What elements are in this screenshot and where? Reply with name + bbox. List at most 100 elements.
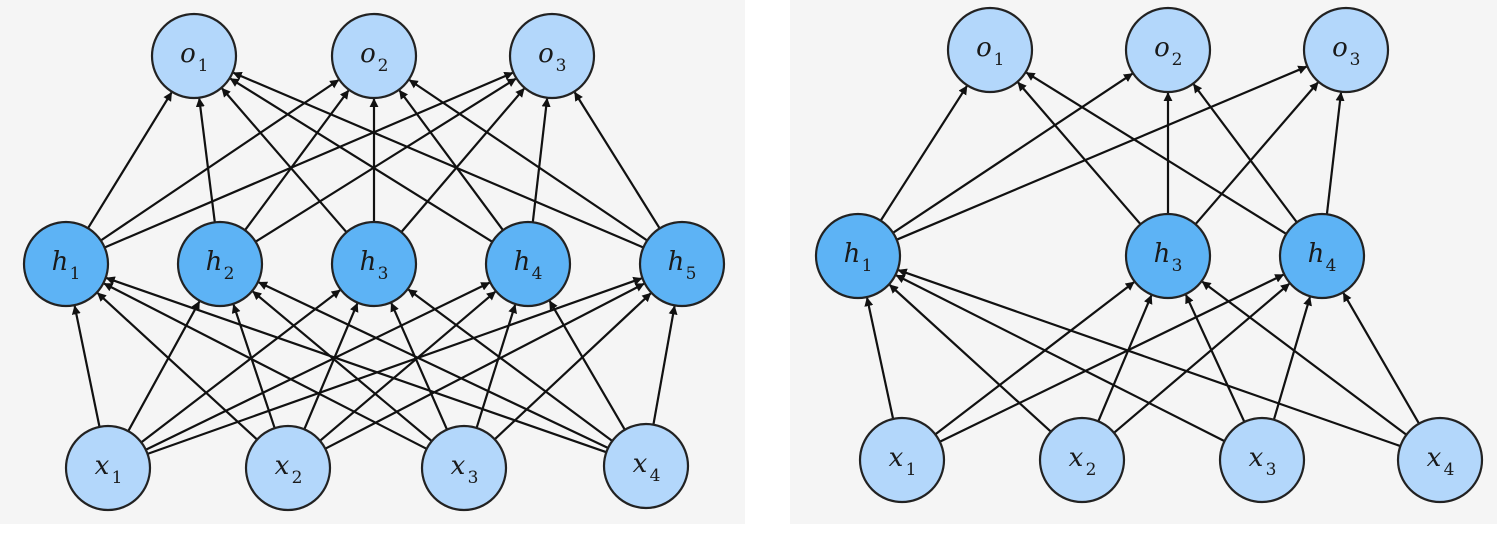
node-circle [176, 220, 264, 308]
node-label: x [889, 443, 904, 473]
node-circle [946, 6, 1034, 94]
node-label: h [668, 247, 685, 277]
node-circle [420, 424, 508, 512]
full-mlp-edge-x2-h4 [319, 290, 496, 442]
dropout-mlp-edge-x4-h3 [1201, 280, 1408, 436]
full-mlp-edge-h1-o1 [87, 91, 173, 229]
full-mlp-edge-h2-o1 [195, 97, 216, 223]
full-mlp-edge-x2-h5 [324, 282, 645, 450]
full-mlp-edge-x1-h5 [147, 276, 643, 455]
node-subscript: 2 [292, 468, 303, 488]
node-subscript: 3 [378, 264, 389, 284]
full-mlp-edge-x3-h2 [252, 290, 433, 442]
node-circle [508, 12, 596, 100]
dropout-mlp-edge-h4-o2 [1192, 83, 1298, 224]
full-mlp-edge-h3-o1 [221, 87, 348, 233]
full-mlp-edge-x1-h1 [71, 305, 101, 428]
node-subscript: 1 [70, 264, 81, 284]
node-subscript: 3 [468, 468, 479, 488]
full-mlp-edge-h1-o2 [100, 79, 340, 242]
node-subscript: 4 [1326, 256, 1337, 276]
dropout-mlp-edge-x2-h3 [1097, 294, 1153, 422]
node-subscript: 4 [532, 264, 543, 284]
node-subscript: 2 [224, 264, 235, 284]
node-label: h [1308, 239, 1325, 269]
node-subscript: 1 [994, 50, 1005, 70]
full-mlp-edge-h4-o2 [398, 89, 504, 231]
node-subscript: 3 [556, 56, 567, 76]
dropout-mlp-edge-h1-o1 [879, 85, 968, 222]
node-circle [638, 220, 726, 308]
node-label: x [1427, 443, 1442, 473]
node-subscript: 3 [1172, 256, 1183, 276]
node-label: o [1332, 33, 1348, 63]
dropout-mlp-edge-h4-o1 [1025, 71, 1287, 235]
dropout-mlp-edge-h1-o2 [892, 72, 1133, 234]
full-mlp-edge-h5-o3 [573, 91, 661, 229]
node-circle [150, 12, 238, 100]
full-mlp-edge-x1-h3 [140, 289, 341, 444]
node-label: o [976, 33, 992, 63]
dropout-mlp-edge-x1-h1 [864, 297, 895, 420]
node-subscript: 1 [112, 468, 123, 488]
full-mlp-edge-h2-o2 [244, 89, 350, 231]
full-mlp-edge-x4-h1 [105, 276, 607, 454]
node-subscript: 4 [1444, 460, 1455, 480]
node-label: x [95, 451, 110, 481]
node-circle [1302, 6, 1390, 94]
dropout-mlp-edge-x4-h1 [897, 268, 1401, 448]
full-mlp-edge-x4-h4 [548, 300, 626, 431]
full-mlp-edge-h5-o1 [232, 71, 644, 249]
node-circle [330, 220, 418, 308]
full-mlp-edge-x4-h3 [407, 288, 613, 442]
node-label: x [275, 451, 290, 481]
node-circle [1124, 212, 1212, 300]
node-subscript: 3 [1266, 460, 1277, 480]
node-label: h [514, 247, 531, 277]
node-circle [1124, 6, 1212, 94]
node-label: o [360, 39, 376, 69]
node-subscript: 4 [650, 466, 661, 486]
node-circle [244, 424, 332, 512]
full-mlp-edge-x2-h3 [303, 302, 359, 430]
node-subscript: 2 [1086, 460, 1097, 480]
full-mlp-edge-x3-h3 [390, 302, 449, 431]
node-circle [22, 220, 110, 308]
dropout-mlp-edge-x1-h3 [934, 281, 1135, 436]
full-mlp-edge-h3-o3 [400, 87, 525, 233]
full-mlp-edge-h1-o3 [104, 71, 514, 249]
node-label: h [844, 239, 861, 269]
node-subscript: 1 [906, 460, 917, 480]
full-mlp-edge-x3-h4 [475, 304, 517, 429]
full-mlp-edge-x3-h1 [103, 282, 428, 450]
dropout-mlp-edge-h3-o1 [1017, 81, 1142, 225]
node-label: x [1249, 443, 1264, 473]
node-circle [1038, 416, 1126, 504]
node-circle [858, 416, 946, 504]
full-mlp-edge-x4-h2 [258, 281, 609, 449]
dropout-mlp-edge-h4-o3 [1325, 91, 1345, 215]
dropout-mlp-edge-x2-h4 [1113, 282, 1290, 434]
full-mlp-edge-x2-h1 [96, 292, 258, 441]
node-subscript: 1 [198, 56, 209, 76]
node-subscript: 2 [1172, 50, 1183, 70]
dropout-mlp-edge-x3-h3 [1185, 294, 1246, 423]
dropout-mlp-edge-x3-h4 [1272, 296, 1312, 421]
full-mlp-edge-x3-h5 [493, 292, 652, 441]
node-subscript: 2 [378, 56, 389, 76]
